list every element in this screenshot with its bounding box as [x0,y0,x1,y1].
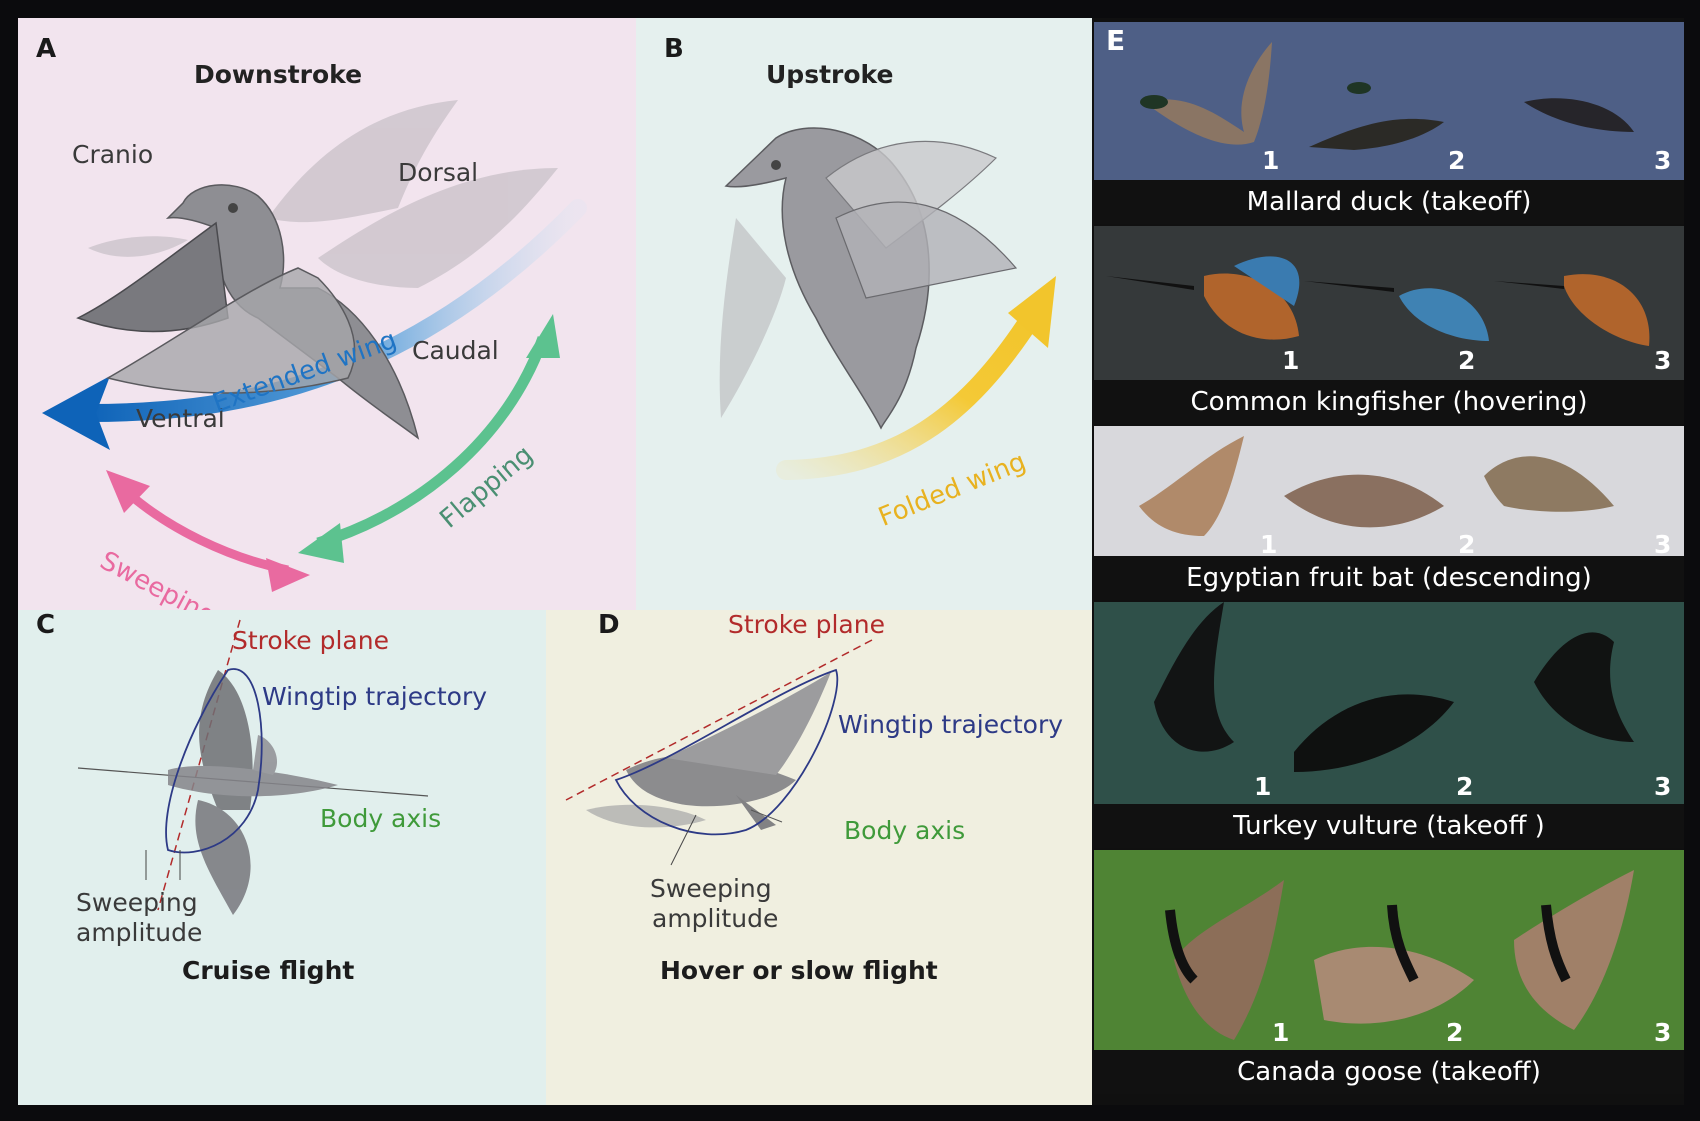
stroke-plane-line [565,639,873,801]
flapping-arrow [316,336,549,549]
panel-title-upstroke: Upstroke [766,60,894,89]
label-amplitude-d: amplitude [652,904,779,933]
sweeping-arrowhead-bottom-icon [266,558,310,592]
fruit-bat-frames-image [1094,426,1684,560]
photo-row-fruit-bat: 1 2 3 Egyptian fruit bat (descending) [1094,426,1684,600]
photo-row-kingfisher: 1 2 3 Common kingfisher (hovering) [1094,226,1684,424]
panel-d-hover-flight: D Stroke plane Wingtip trajectory Body a… [546,610,1092,1105]
label-dorsal: Dorsal [398,158,479,187]
turkey-vulture-frames-image [1094,602,1684,804]
label-caudal: Caudal [412,336,499,365]
panel-c-cruise-flight: C Stroke plane Wingtip trajectory Body a… [18,610,546,1105]
photo-row-canada-goose: 1 2 3 Canada goose (takeoff) [1094,850,1684,1104]
label-body-axis-d: Body axis [844,816,966,845]
frame-number: 3 [1654,146,1672,175]
label-stroke-plane-c: Stroke plane [232,626,389,655]
label-wingtip-trajectory-c: Wingtip trajectory [262,682,488,711]
label-cranio: Cranio [72,140,154,169]
kingfisher-frames-image [1094,226,1684,380]
frame-number: 2 [1456,772,1474,801]
extended-wing-arrowhead-icon [42,376,110,450]
frame-number: 2 [1448,146,1466,175]
caption-hover-flight: Hover or slow flight [660,956,938,985]
pigeon-downstroke-icon [76,184,420,440]
frame-number: 1 [1262,146,1280,175]
frame-number: 3 [1654,530,1672,559]
folded-wing-arrow [776,308,1041,480]
caption-canada-goose: Canada goose (takeoff) [1094,1050,1684,1094]
frame-number: 1 [1272,1018,1290,1047]
photo-row-turkey-vulture: 1 2 3 Turkey vulture (takeoff ) [1094,602,1684,848]
upstroke-illustration [719,127,1056,480]
frame-number: 3 [1654,346,1672,375]
panel-letter-a: A [36,34,57,64]
sweeping-arrowhead-top-icon [106,470,150,513]
frame-number: 3 [1654,772,1672,801]
label-sweeping-c: Sweeping [76,888,198,917]
flapping-arrowhead-top-icon [526,314,560,358]
flapping-arrowhead-bottom-icon [298,523,344,563]
panel-letter-d: D [598,610,620,640]
panel-letter-b: B [664,34,684,64]
caption-mallard-duck: Mallard duck (takeoff) [1094,180,1684,224]
frame-number: 2 [1458,530,1476,559]
body-axis-pointer [750,809,783,823]
wingtip-trajectory-loop [614,668,839,836]
label-wingtip-trajectory-d: Wingtip trajectory [838,710,1064,739]
faded-upper-wing-icon [88,100,558,288]
mallard-frames-image [1094,22,1684,180]
frame-number: 1 [1282,346,1300,375]
stroke-plane-line [157,619,241,911]
sweeping-arrow [125,489,289,575]
panel-b-upstroke: B Upstroke Folded wing [636,18,1092,610]
wingtip-trajectory-loop [165,668,263,854]
cruise-flight-illustration [77,619,429,915]
label-amplitude-c: amplitude [76,918,203,947]
panel-letter-c: C [36,610,56,640]
folded-wing-arrowhead-icon [1008,276,1056,348]
caption-cruise-flight: Cruise flight [182,956,355,985]
label-body-axis-c: Body axis [320,804,442,833]
bird-cruise-icon [168,670,338,915]
sweeping-amplitude-line [670,814,697,866]
panel-letter-e: E [1106,24,1126,57]
bird-hover-icon [586,672,831,830]
caption-turkey-vulture: Turkey vulture (takeoff ) [1094,804,1684,848]
panel-title-downstroke: Downstroke [194,60,363,89]
caption-fruit-bat: Egyptian fruit bat (descending) [1094,556,1684,600]
label-stroke-plane-d: Stroke plane [728,610,885,639]
photo-row-mallard-duck: 1 2 3 Mallard duck (takeoff) [1094,22,1684,224]
downstroke-illustration [42,100,587,592]
label-sweeping-d: Sweeping [650,874,772,903]
frame-number: 1 [1254,772,1272,801]
frame-number: 3 [1654,1018,1672,1047]
canada-goose-frames-image [1094,850,1684,1050]
panel-a-downstroke: A Downstroke Cranio Dorsal Caudal Ventra… [18,18,636,610]
caption-kingfisher: Common kingfisher (hovering) [1094,380,1684,424]
frame-number: 2 [1446,1018,1464,1047]
label-ventral: Ventral [136,404,225,433]
hover-flight-illustration [565,639,873,866]
frame-number: 2 [1458,346,1476,375]
pigeon-upstroke-icon [719,127,1018,430]
frame-number: 1 [1260,530,1278,559]
